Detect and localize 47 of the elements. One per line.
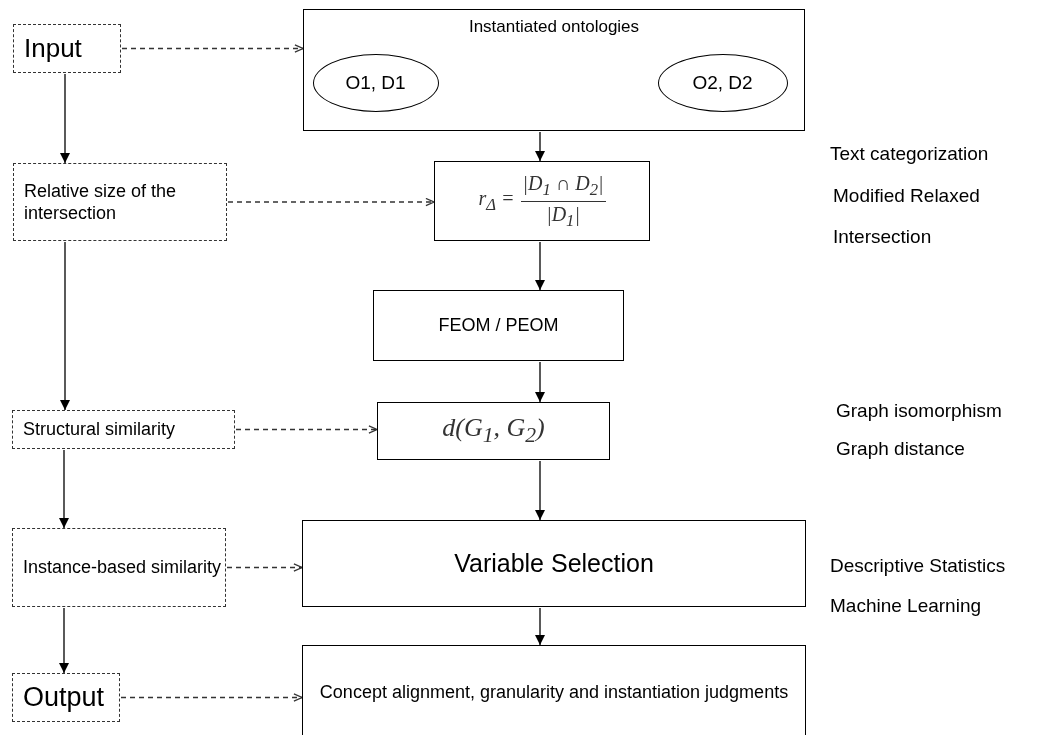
arrow: [535, 361, 545, 403]
arrow: [59, 449, 69, 529]
side-note: Descriptive Statistics: [830, 555, 1006, 577]
arrow: [535, 607, 545, 646]
node-text: Variable Selection: [454, 547, 654, 579]
node-text: O1, D1: [345, 70, 406, 95]
side-note: Graph distance: [836, 438, 965, 460]
node-text: Input: [24, 32, 82, 65]
container-box: [303, 9, 805, 131]
process-box: [302, 520, 806, 607]
formula-text: d(G$_{1}$, G$_{2}$): [442, 412, 545, 450]
arrow: [535, 241, 545, 291]
node-text: Output: [23, 680, 105, 714]
dashed-box: [13, 24, 121, 73]
dashed-arrow: [121, 44, 304, 53]
arrow: [60, 241, 70, 411]
arrow: [59, 607, 69, 674]
node-text: Instantiated ontologies: [468, 16, 640, 38]
dashed-arrow: [120, 693, 303, 702]
dashed-arrow: [227, 197, 435, 207]
formula-lhs: r$_{Δ}$ =: [478, 186, 515, 216]
process-box: [434, 161, 650, 241]
dashed-box: [13, 163, 227, 241]
node-text: O2, D2: [692, 70, 753, 95]
formula-numerator: |D$_{1}$ ∩ D$_{2}$|: [520, 170, 606, 202]
side-note: Intersection: [833, 226, 932, 248]
side-note: Modified Relaxed: [833, 185, 980, 207]
arrow: [60, 73, 70, 164]
process-box: [377, 402, 610, 460]
node-text: Concept alignment, granularity and instantiation judgments: [319, 681, 789, 704]
node-text: Relative size of the intersection: [24, 179, 178, 225]
process-box: [302, 645, 806, 735]
dashed-box: [12, 673, 120, 722]
side-note: Graph isomorphism: [836, 400, 1002, 422]
dashed-box: [12, 410, 235, 449]
arrow: [535, 460, 545, 521]
node-text: Structural similarity: [23, 418, 176, 441]
arrow: [535, 131, 545, 162]
dashed-arrow: [235, 425, 378, 434]
side-note: Text categorization: [830, 143, 989, 165]
side-note: Machine Learning: [830, 595, 982, 617]
node-text: Instance-based similarity: [23, 556, 222, 579]
formula-denominator: |D$_{1}$|: [546, 201, 580, 232]
dashed-arrow: [226, 563, 303, 572]
dashed-box: [12, 528, 226, 607]
process-box: [373, 290, 624, 361]
node-text: FEOM / PEOM: [438, 314, 559, 337]
